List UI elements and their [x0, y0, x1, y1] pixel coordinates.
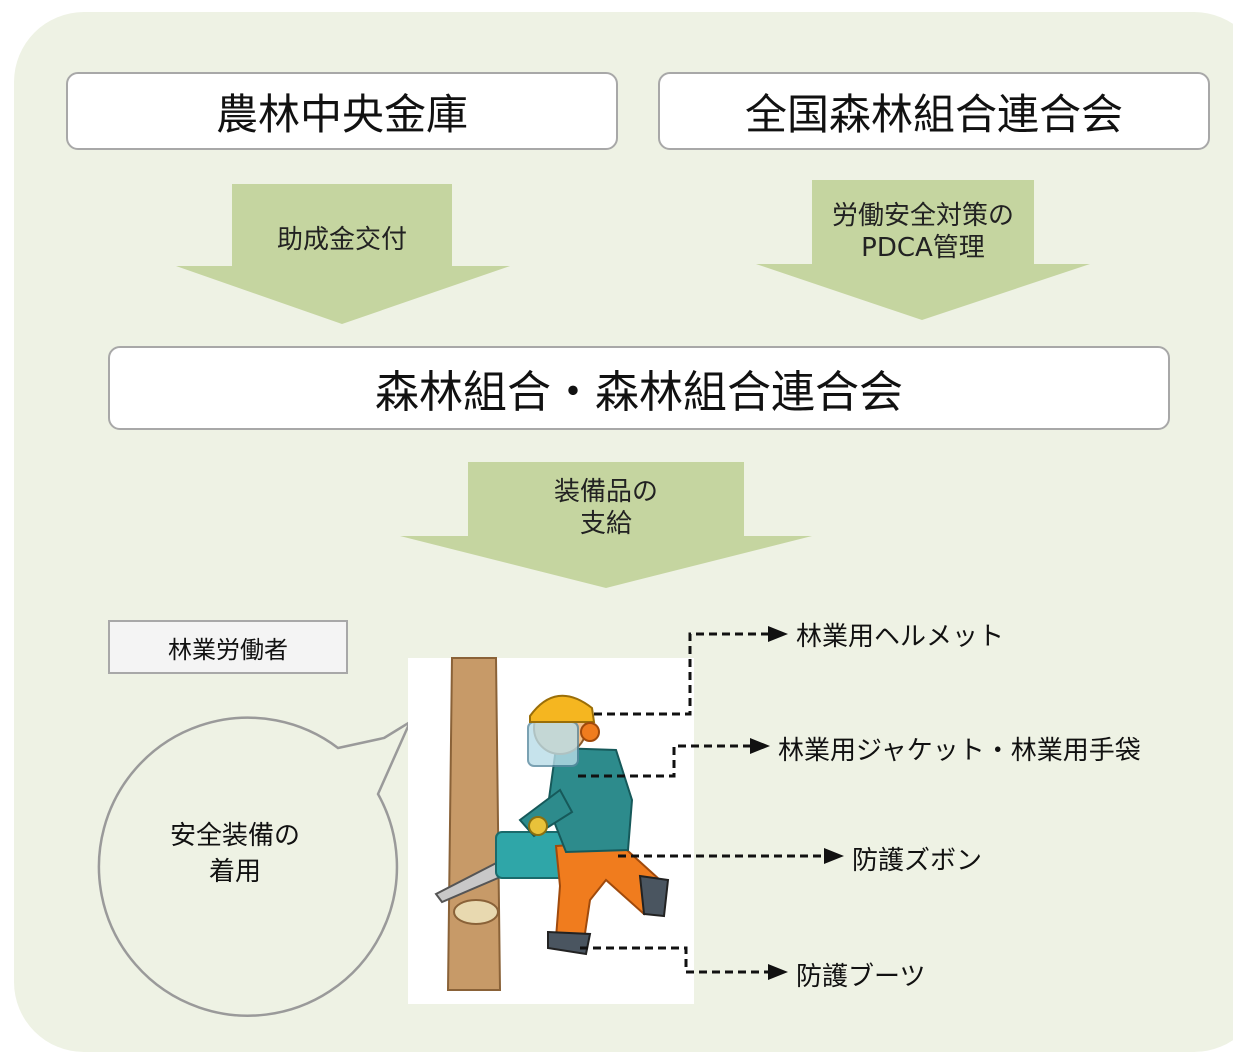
bubble-text: 安全装備の 着用 — [130, 818, 340, 890]
callout-arrowheads — [750, 626, 844, 980]
bubble-line2: 着用 — [208, 857, 261, 887]
pdca-text-line1: 労働安全対策の — [831, 201, 1014, 231]
worker-illustration — [408, 657, 694, 1004]
supply-arrow-label: 装備品の 支給 — [476, 476, 736, 540]
forest-cooperative-box: 森林組合・森林組合連合会 — [108, 346, 1170, 430]
callout-boots: 防護ブーツ — [796, 962, 926, 992]
supply-arrow — [400, 462, 812, 588]
pdca-arrow-label: 労働安全対策の PDCA管理 — [800, 200, 1046, 264]
norinchukin-box: 農林中央金庫 — [66, 72, 618, 150]
callout-lines — [578, 632, 826, 974]
forest-cooperative-label: 森林組合・森林組合連合会 — [375, 367, 903, 418]
subsidy-arrow-label: 助成金交付 — [242, 224, 442, 256]
supply-text-line2: 支給 — [579, 509, 632, 539]
bubble-line1: 安全装備の — [169, 821, 300, 851]
subsidy-arrow — [176, 184, 510, 324]
national-forest-association-box: 全国森林組合連合会 — [658, 72, 1210, 150]
callout-jacket: 林業用ジャケット・林業用手袋 — [778, 736, 1141, 766]
norinchukin-label: 農林中央金庫 — [215, 89, 468, 139]
supply-text-line1: 装備品の — [553, 477, 658, 507]
pdca-arrow — [756, 180, 1090, 320]
callout-trousers: 防護ズボン — [852, 846, 983, 876]
national-forest-association-label: 全国森林組合連合会 — [744, 89, 1123, 139]
worker-label: 林業労働者 — [168, 635, 288, 664]
speech-bubble — [97, 716, 413, 1017]
worker-label-box: 林業労働者 — [108, 620, 348, 674]
subsidy-text: 助成金交付 — [276, 225, 407, 255]
callout-helmet: 林業用ヘルメット — [796, 622, 1005, 652]
pdca-text-line2: PDCA管理 — [861, 233, 985, 263]
